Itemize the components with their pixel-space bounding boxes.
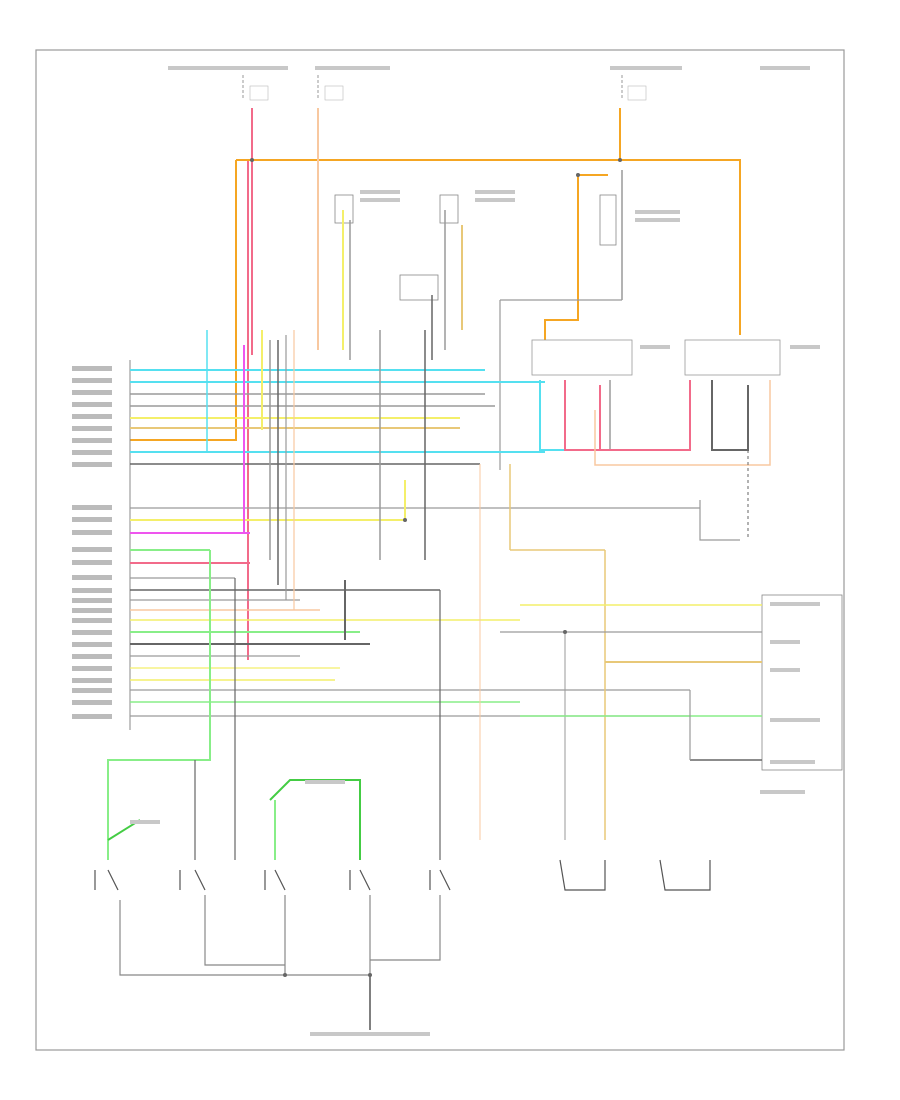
wire-orange-actuator bbox=[544, 175, 579, 340]
wire-orange-top bbox=[130, 159, 741, 441]
ignition-switch bbox=[334, 194, 463, 360]
diagram-frame bbox=[35, 49, 845, 1051]
control-module-connector bbox=[129, 360, 700, 730]
middle-vertical-wires bbox=[206, 330, 606, 840]
top-power-sources bbox=[242, 75, 647, 101]
left-temperature-actuator bbox=[531, 339, 633, 451]
right-temperature-actuator bbox=[565, 339, 781, 541]
blend-door-actuator bbox=[499, 170, 623, 470]
wire-pink-main bbox=[247, 108, 253, 660]
component-label-marks bbox=[130, 66, 820, 1036]
connector-label-marks bbox=[72, 366, 112, 719]
pressure-switches bbox=[94, 550, 711, 1030]
sensor-module bbox=[500, 594, 843, 771]
junction-dots bbox=[250, 158, 622, 634]
